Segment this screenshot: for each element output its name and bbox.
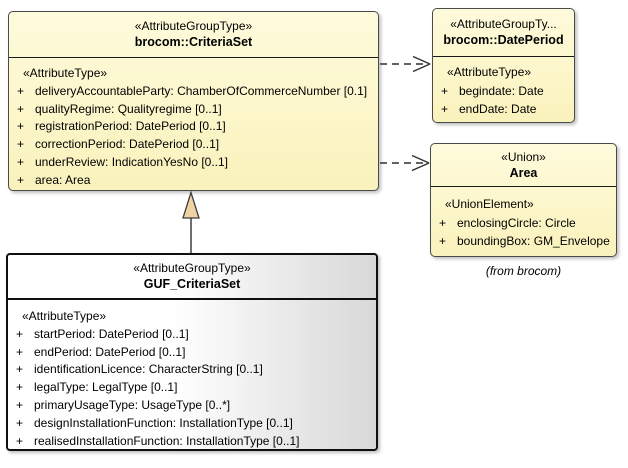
class-stereotype: «AttributeGroupTy... [450,17,557,31]
section-stereotype: «AttributeType» [23,66,108,80]
attribute-row: + underReview: IndicationYesNo [0..1] [9,154,378,172]
attribute-row: + designInstallationFunction: Installatio… [8,415,376,433]
dependency-arrow-criteriaset-to-area[interactable] [380,154,430,172]
visibility-plus: + [16,433,24,448]
class-stereotype: «Union» [501,149,546,164]
attribute-text: legalType: LegalType [0..1] [34,380,178,395]
attribute-row: + primaryUsageType: UsageType [0..*] [8,397,376,415]
attribute-row: + qualityRegime: Qualityregime [0..1] [9,101,378,119]
attribute-text: underReview: IndicationYesNo [0..1] [35,154,229,169]
visibility-plus: + [17,172,25,187]
visibility-plus: + [17,137,25,152]
attribute-row: + deliveryAccountableParty: ChamberOfComm… [9,83,378,101]
package-origin-caption: (from brocom) [485,264,562,278]
class-name: Area [509,165,538,180]
class-header: «AttributeGroupType» GUF_CriteriaSet [8,255,376,300]
attribute-row: + endPeriod: DatePeriod [0..1] [8,344,376,362]
visibility-plus: + [441,83,449,98]
attributes-compartment: «AttributeType» + deliveryAccountablePart… [9,58,378,190]
visibility-plus: + [16,326,24,341]
attribute-row: + boundingBox: GM_Envelope [431,232,616,251]
attribute-text: area: Area [35,172,91,187]
visibility-plus: + [17,83,25,98]
class-name: brocom::DatePeriod [443,33,564,47]
dependency-arrow-criteriaset-to-dateperiod[interactable] [380,55,431,73]
section-stereotype: «AttributeType» [447,65,532,79]
class-box-brocom-criteriaset[interactable]: «AttributeGroupType» brocom::CriteriaSet… [8,11,379,191]
section-stereotype: «UnionElement» [445,197,534,211]
class-stereotype: «AttributeGroupType» [133,261,251,275]
visibility-plus: + [439,215,447,230]
visibility-plus: + [16,380,24,395]
visibility-plus: + [441,102,449,117]
attributes-compartment: «AttributeType» + begindate: Date + endDat… [433,57,574,119]
attribute-row: + legalType: LegalType [0..1] [8,379,376,397]
class-header: «AttributeGroupType» brocom::CriteriaSet [9,12,378,58]
attribute-text: qualityRegime: Qualityregime [0..1] [35,101,222,116]
attribute-row: + area: Area [9,172,378,190]
attribute-text: deliveryAccountableParty: ChamberOfComme… [35,83,368,98]
class-name: GUF_CriteriaSet [143,277,241,291]
attribute-text: correctionPeriod: DatePeriod [0..1] [35,137,220,152]
attributes-compartment: «UnionElement» +enclosingCircle: Circle … [431,187,616,251]
class-name: brocom::CriteriaSet [134,35,253,49]
visibility-plus: + [17,101,25,116]
attribute-text: endPeriod: DatePeriod [0..1] [34,344,186,359]
visibility-plus: + [17,119,25,134]
visibility-plus: + [16,344,24,359]
attributes-compartment: «AttributeType» + startPeriod: DatePeriod… [8,300,376,450]
attribute-row: + correctionPeriod: DatePeriod [0..1] [9,136,378,154]
attribute-text: boundingBox: GM_Envelope [457,234,610,249]
section-stereotype: «AttributeType» [22,309,107,323]
class-header: «Union» Area [431,144,616,187]
attribute-row: + begindate: Date [433,82,574,101]
visibility-plus: + [17,154,25,169]
attribute-text: begindate: Date [459,83,544,98]
attribute-row: + identificationLicence: CharacterString … [8,361,376,379]
attribute-text: designInstallationFunction: Installation… [34,415,293,430]
attribute-text: realisedInstallationFunction: Installati… [34,433,300,448]
class-stereotype: «AttributeGroupType» [134,19,253,33]
attribute-row: + endDate: Date [433,100,574,119]
attribute-row: + startPeriod: DatePeriod [0..1] [8,326,376,344]
attribute-text: identificationLicence: CharacterString [… [34,362,263,377]
visibility-plus: + [16,362,24,377]
visibility-plus: + [439,234,447,249]
attribute-row: + realisedInstallationFunction: Installat… [8,433,376,451]
visibility-plus: + [16,415,24,430]
attribute-text: registrationPeriod: DatePeriod [0..1] [35,119,226,134]
attribute-text: startPeriod: DatePeriod [0..1] [34,326,189,341]
class-box-area-union[interactable]: «Union» Area «UnionElement» + enclosingCi… [430,143,617,257]
class-box-brocom-dateperiod[interactable]: «AttributeGroupTy... brocom::DatePeriod … [432,8,575,123]
generalization-arrow-guf-to-criteriaset[interactable] [182,190,200,254]
attribute-row: + enclosingCircle: Circle [431,214,616,233]
visibility-plus: + [16,397,24,412]
class-header: «AttributeGroupTy... brocom::DatePeriod [433,9,574,57]
attribute-text: endDate: Date [459,102,537,117]
attribute-text: primaryUsageType: UsageType [0..*] [34,397,231,412]
class-box-guf-criteriaset[interactable]: «AttributeGroupType» GUF_CriteriaSet «At… [6,253,378,451]
attribute-row: + registrationPeriod: DatePeriod [0..1] [9,118,378,136]
attribute-text: enclosingCircle: Circle [457,215,576,230]
